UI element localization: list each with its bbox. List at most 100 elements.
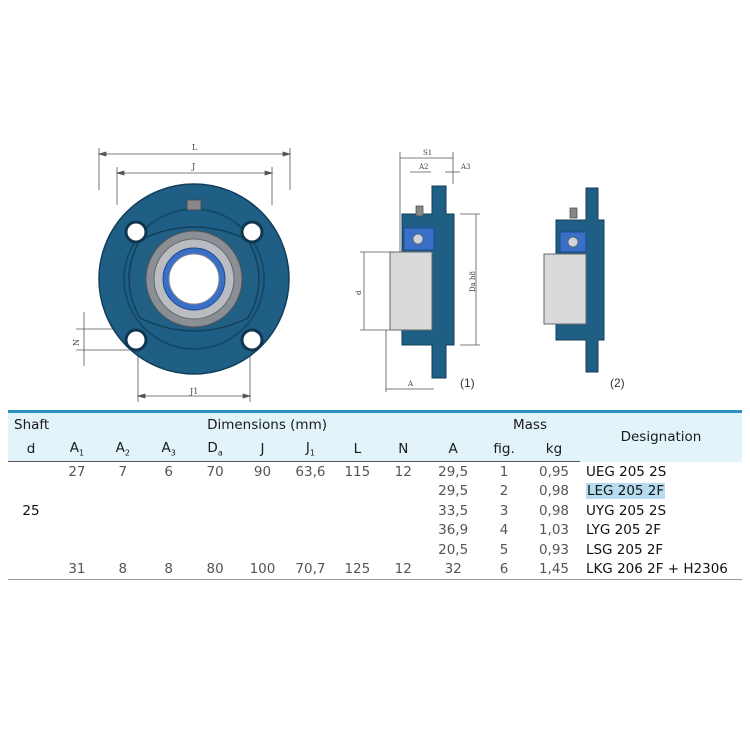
header-kg: kg bbox=[528, 437, 580, 462]
shaft-value: 25 bbox=[22, 502, 40, 519]
cell-kg: 0,98 bbox=[538, 502, 569, 519]
cell-J bbox=[239, 482, 287, 502]
cell-J1 bbox=[286, 540, 334, 560]
header-A1: A1 bbox=[53, 437, 100, 462]
cell-A2 bbox=[100, 482, 146, 502]
header-dimensions: Dimensions (mm) bbox=[53, 411, 481, 437]
header-J1-text: J bbox=[305, 440, 310, 457]
cell-L bbox=[334, 540, 380, 560]
table-row: 33,5 3 0,98 UYG 205 2S bbox=[8, 501, 742, 521]
cell-L: 125 bbox=[334, 559, 381, 580]
header-A: A bbox=[426, 437, 481, 462]
cell-J: 90 bbox=[253, 463, 272, 480]
cell-A3 bbox=[146, 501, 192, 521]
cell-L: 115 bbox=[344, 463, 371, 480]
cell-designation[interactable]: LEG 205 2F bbox=[580, 482, 742, 502]
figure-1-caption: (1) bbox=[460, 376, 475, 390]
cell-J1: 63,6 bbox=[295, 463, 326, 480]
side-view-2-body bbox=[543, 187, 605, 373]
cell-J: 100 bbox=[238, 559, 287, 580]
cell-A1: 31 bbox=[53, 559, 100, 580]
side-view-1-labels: S1 A2 A3 d Da h8 A bbox=[355, 149, 477, 388]
cell-A: 36,9 bbox=[438, 522, 469, 539]
cell-N bbox=[380, 501, 426, 521]
cell-fig: 6 bbox=[480, 559, 529, 580]
cell-kg: 1,03 bbox=[538, 522, 569, 539]
dim-A-label: A bbox=[407, 380, 414, 388]
cell-A3: 6 bbox=[164, 463, 173, 480]
cell-A1 bbox=[54, 540, 100, 560]
cell-A2 bbox=[100, 501, 146, 521]
header-A1-sub: 1 bbox=[78, 448, 85, 458]
cell-N bbox=[380, 540, 426, 560]
cell-fig: 2 bbox=[499, 483, 509, 500]
dim-d-label: d bbox=[355, 290, 363, 295]
cell-A2 bbox=[100, 521, 146, 541]
figure-2-caption: (2) bbox=[610, 376, 625, 390]
cell-kg: 0,93 bbox=[538, 541, 569, 558]
header-L: L bbox=[334, 437, 381, 462]
cell-A1 bbox=[54, 482, 100, 502]
header-A1-text: A bbox=[69, 440, 79, 457]
cell-A3 bbox=[146, 482, 192, 502]
header-mass: Mass bbox=[480, 411, 580, 437]
cell-Da bbox=[192, 540, 239, 560]
cell-N bbox=[380, 521, 426, 541]
cell-L bbox=[334, 482, 380, 502]
cell-A1 bbox=[54, 521, 100, 541]
selected-designation[interactable]: LEG 205 2F bbox=[585, 483, 666, 500]
cell-J bbox=[239, 501, 287, 521]
dim-Da-label: Da h8 bbox=[469, 271, 477, 292]
cell-L bbox=[334, 501, 380, 521]
cell-N: 12 bbox=[394, 463, 412, 480]
dim-L-label: L bbox=[192, 143, 198, 152]
cell-A1: 27 bbox=[68, 463, 86, 480]
cell-J1: 70,7 bbox=[286, 559, 335, 580]
dim-A2-label: A2 bbox=[418, 163, 429, 171]
cell-kg: 1,45 bbox=[528, 559, 580, 580]
header-shaft: Shaft bbox=[8, 411, 54, 437]
cell-J bbox=[239, 540, 287, 560]
cell-fig: 1 bbox=[499, 463, 509, 480]
cell-A3 bbox=[146, 540, 192, 560]
dim-J-label: J bbox=[191, 162, 195, 171]
side-view-1-body bbox=[389, 185, 455, 379]
cell-N bbox=[380, 482, 426, 502]
cell-Da: 70 bbox=[206, 463, 224, 480]
technical-drawings: L J J1 N S1 A2 A3 d Da h8 A (1) bbox=[72, 143, 625, 402]
cell-fig: 5 bbox=[499, 541, 509, 558]
cell-J bbox=[239, 521, 287, 541]
table-row: 20,5 5 0,93 LSG 205 2F bbox=[8, 540, 742, 560]
cell-A3 bbox=[146, 521, 192, 541]
cell-designation: LSG 205 2F bbox=[585, 541, 664, 558]
header-J1-sub: 1 bbox=[309, 448, 315, 458]
header-Da: Da bbox=[191, 437, 239, 462]
header-A2-sub: 2 bbox=[124, 448, 130, 458]
dim-N-label: N bbox=[72, 339, 81, 346]
table-row: 31 8 8 80 100 70,7 125 12 32 6 1,45 LKG … bbox=[8, 559, 742, 580]
dim-S1-label: S1 bbox=[423, 149, 432, 157]
cell-A1 bbox=[54, 501, 100, 521]
dim-A3-label: A3 bbox=[460, 163, 471, 171]
cell-Da: 80 bbox=[191, 559, 239, 580]
header-J1: J1 bbox=[286, 437, 335, 462]
cell-kg: 0,98 bbox=[538, 483, 569, 500]
cell-A: 29,5 bbox=[438, 463, 469, 480]
cell-L bbox=[334, 521, 380, 541]
cell-designation: LYG 205 2F bbox=[585, 522, 662, 539]
header-fig: fig. bbox=[480, 437, 529, 462]
header-row-1: Shaft Dimensions (mm) Mass Designation bbox=[8, 411, 742, 462]
cell-fig: 4 bbox=[499, 522, 509, 539]
cell-Da bbox=[192, 482, 239, 502]
cell-A: 29,5 bbox=[438, 483, 469, 500]
cell-A2 bbox=[100, 540, 146, 560]
header-d: d bbox=[8, 437, 54, 462]
header-designation: Designation bbox=[579, 411, 742, 462]
header-row-2: d A1 A2 A3 Da J J1 L N A fig. kg bbox=[8, 437, 742, 462]
cell-shaft-empty bbox=[8, 559, 54, 580]
cell-Da bbox=[192, 501, 239, 521]
cell-A2: 8 bbox=[99, 559, 146, 580]
cell-A: 32 bbox=[426, 559, 481, 580]
cell-J1 bbox=[286, 521, 334, 541]
header-A3-sub: 3 bbox=[170, 448, 176, 458]
